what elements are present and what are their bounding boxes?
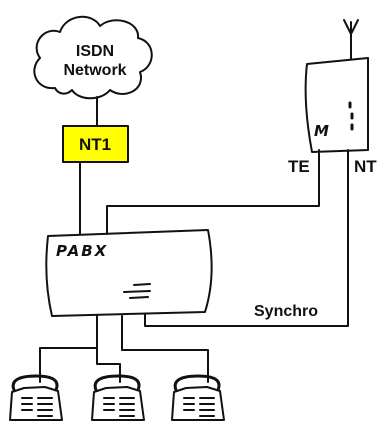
te-label: TE xyxy=(288,157,310,176)
network-label: Network xyxy=(63,62,126,79)
synchro-connection-line xyxy=(144,149,349,327)
te-connection-line xyxy=(106,149,320,235)
nt-label: NT xyxy=(354,157,377,176)
pabx-body xyxy=(45,229,213,317)
synchro-label: Synchro xyxy=(254,303,318,320)
isdn-label: ISDN xyxy=(76,43,114,60)
nt1-box xyxy=(62,125,129,163)
antenna-icon xyxy=(343,19,359,60)
modem-status-dots xyxy=(348,101,354,131)
phone-icon xyxy=(91,374,145,421)
pabx-label: PABX xyxy=(56,242,108,260)
phone-icon xyxy=(171,374,225,421)
isdn-network-cloud xyxy=(33,16,153,100)
phone-bus-lines xyxy=(39,315,209,383)
nt1-label: NT1 xyxy=(79,135,111,154)
pabx-vent-lines xyxy=(123,283,151,299)
modem-letter: M xyxy=(314,122,329,140)
phone-icon xyxy=(9,374,63,421)
modem-body xyxy=(304,57,369,153)
